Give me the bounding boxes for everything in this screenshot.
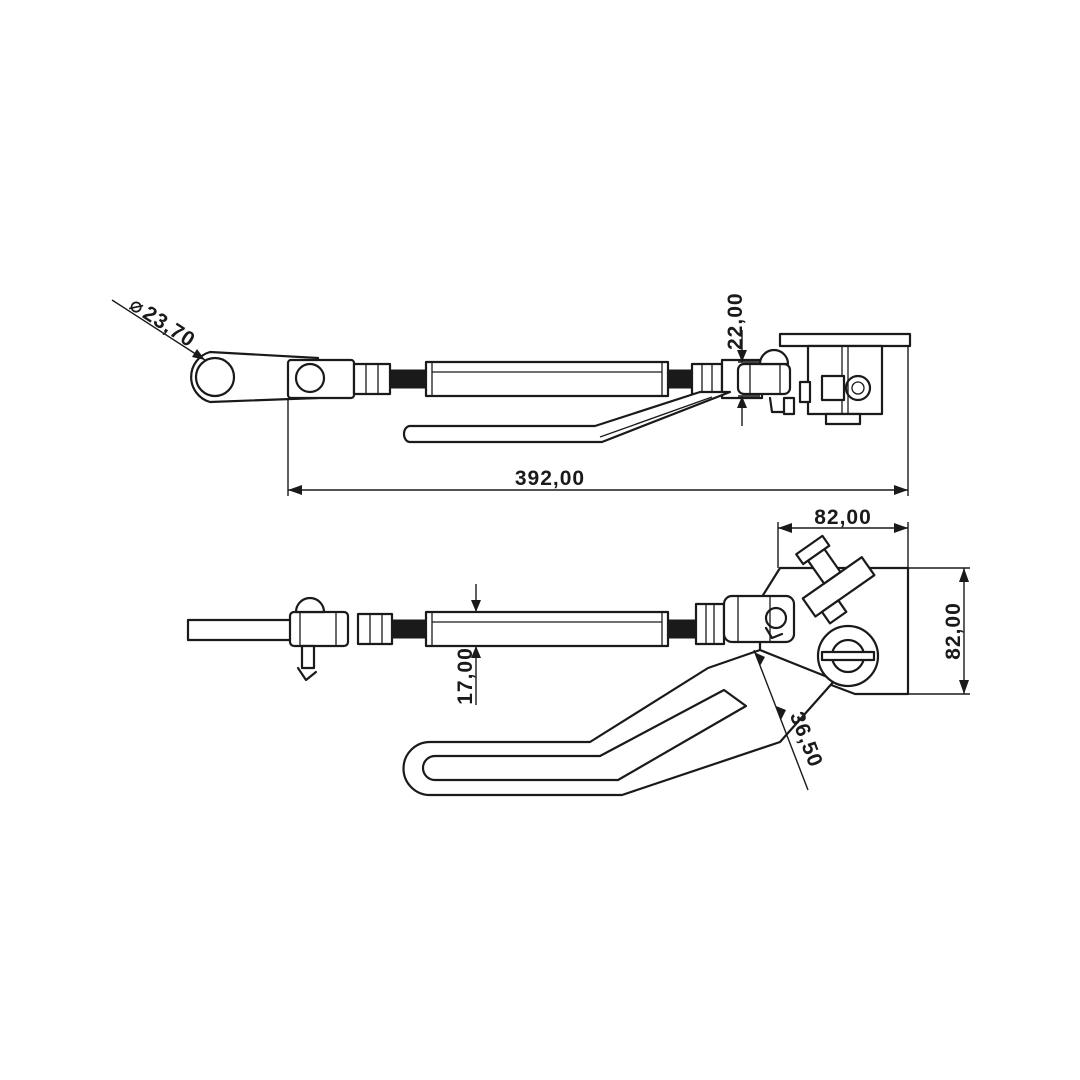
side-lever-slot [421, 688, 748, 782]
top-view [190, 332, 912, 444]
side-flat-end [186, 618, 294, 642]
dim-eye-diameter-value: 23,70 [139, 302, 200, 353]
top-lever [402, 390, 732, 444]
dim-lever-width-text: 36,50 [785, 709, 827, 771]
top-bolt-nut [820, 374, 846, 402]
dim-plate-width: 82,00 [777, 506, 909, 568]
eye-hole [194, 356, 236, 398]
side-left-nut [356, 612, 394, 646]
dim-overall-length: 392,00 [287, 346, 909, 496]
side-clevis [288, 610, 350, 648]
side-tube [424, 610, 670, 648]
side-left-thread [391, 619, 427, 639]
dim-plate-height: 82,00 [908, 567, 970, 695]
dim-clevis-height: 22,00 [724, 292, 760, 426]
top-rod-end-block [286, 358, 356, 400]
side-view [186, 534, 910, 797]
dim-tube-diameter: 17,00 [454, 584, 481, 705]
dim-plate-height-text: 82,00 [942, 602, 965, 660]
top-clevis-pin [758, 348, 790, 366]
side-clevis-pin-head [294, 596, 326, 614]
top-left-thread [389, 369, 427, 389]
side-clamp [795, 534, 876, 625]
top-tube [424, 360, 670, 398]
side-clevis-pin [764, 606, 788, 630]
dim-plate-width-text: 82,00 [814, 506, 872, 529]
dim-tube-diameter-text: 17,00 [454, 647, 477, 705]
side-right-nut [694, 602, 726, 646]
top-right-thread [667, 369, 693, 389]
side-right-clevis [722, 594, 796, 644]
dim-overall-length-text: 392,00 [515, 467, 585, 490]
side-r-clip [296, 666, 318, 682]
top-left-nut [352, 362, 392, 396]
dim-clevis-height-text: 22,00 [724, 292, 747, 350]
top-mounting-plate [778, 332, 912, 348]
top-rod-end-hole [294, 362, 326, 394]
top-bolt [844, 374, 872, 402]
dim-eye-diameter: ⌀ 23,70 [111, 293, 206, 361]
side-lever [402, 648, 837, 797]
top-right-nut [690, 362, 724, 396]
side-right-thread [667, 619, 697, 639]
